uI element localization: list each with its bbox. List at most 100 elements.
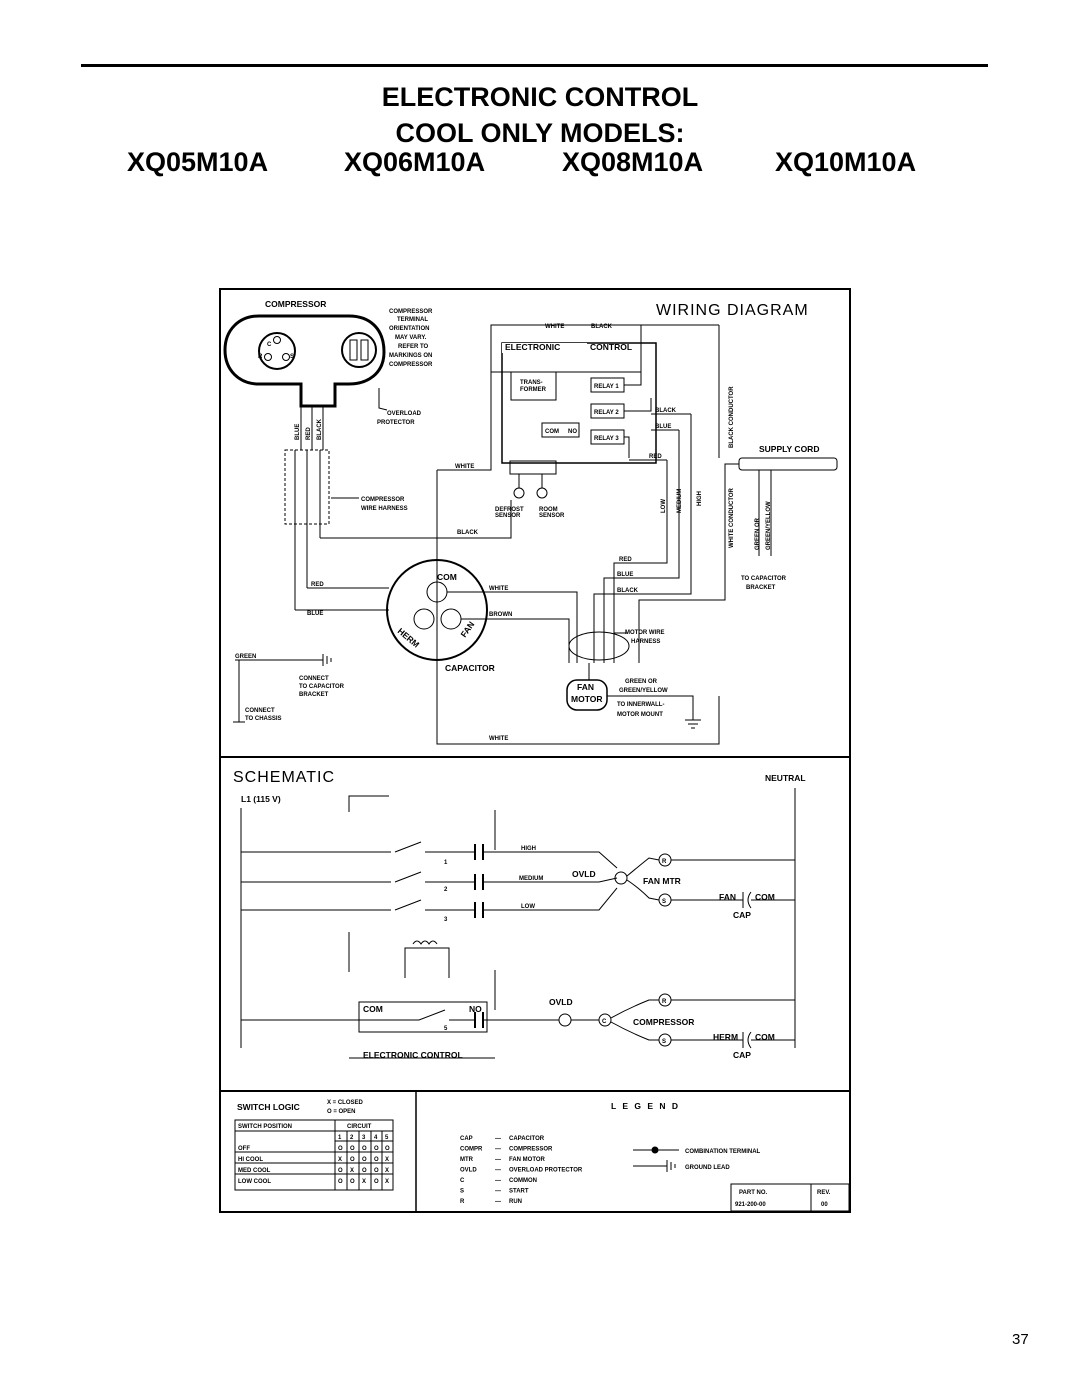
electronic-label: ELECTRONIC: [505, 342, 560, 352]
switch-cell: O: [350, 1157, 355, 1163]
switch-cell: O: [350, 1179, 355, 1185]
electronic-control-label: ELECTRONIC CONTROL: [363, 1050, 463, 1060]
white-wire-label: WHITE: [489, 586, 508, 592]
part-number-box: [730, 1183, 850, 1212]
overload-contact: [360, 339, 369, 361]
speed-medium-label: MEDIUM: [519, 876, 543, 882]
switch-cell: O: [385, 1146, 390, 1152]
red-wire-label: RED: [311, 582, 324, 588]
compressor-label: COMPRESSOR: [265, 299, 326, 309]
black-wire-label: BLACK: [591, 324, 613, 330]
switch-cell: O: [338, 1146, 343, 1152]
rev-label: REV.: [817, 1190, 831, 1196]
page-number: 37: [1012, 1331, 1029, 1348]
ground-conductor-label: GREEN OR: [755, 517, 761, 550]
room-sensor-plug: [536, 487, 548, 499]
svg-text:MARKINGS ON: MARKINGS ON: [389, 353, 432, 359]
fan-motor-windings: [626, 857, 660, 901]
control-label: CONTROL: [590, 342, 632, 352]
switch-cell: O: [374, 1179, 379, 1185]
legend-value: FAN MOTOR: [509, 1157, 546, 1163]
relay-com-no: [358, 1001, 488, 1033]
part-no-label: PART NO.: [739, 1190, 768, 1196]
switch-cell: O: [338, 1168, 343, 1174]
legend-value: START: [509, 1189, 529, 1195]
model-number: XQ10M10A: [775, 147, 917, 177]
cap-com-label: COM: [755, 1032, 775, 1042]
motor-ground-label: GREEN/YELLOW: [619, 688, 668, 694]
svg-text:3: 3: [362, 1135, 366, 1141]
red-wire-label: RED: [649, 454, 662, 460]
model-number: XQ08M10A: [562, 147, 704, 177]
switch-cell: X: [338, 1157, 342, 1163]
white-wire-label: WHITE: [489, 736, 508, 742]
switch-cell: O: [350, 1146, 355, 1152]
capacitor-label: CAPACITOR: [445, 663, 495, 673]
green-wire-label: GREEN: [235, 654, 256, 660]
switch-number: 2: [444, 887, 448, 893]
fan-overload: [614, 871, 628, 885]
neutral-label: NEUTRAL: [765, 773, 806, 783]
cap-label: CAP: [733, 910, 751, 920]
speed-label-medium: MEDIUM: [677, 489, 683, 513]
compressor-overload: [558, 1013, 572, 1027]
ground-symbol: [607, 695, 701, 729]
overload-label: PROTECTOR: [377, 420, 415, 426]
switch-cell: X: [350, 1168, 354, 1174]
red-wire-label: RED: [619, 557, 632, 563]
switch-cell: O: [338, 1179, 343, 1185]
wire: [447, 591, 578, 663]
rung-wires: [241, 851, 391, 911]
electronic-control-board: [501, 342, 657, 464]
defrost-sensor-label: SENSOR: [495, 513, 521, 519]
terminal-s: [282, 353, 290, 361]
page-subtitle: COOL ONLY MODELS:: [395, 118, 685, 148]
svg-text:TERMINAL: TERMINAL: [397, 317, 428, 323]
wire: [638, 463, 739, 663]
svg-text:COMBINATION TERMINAL: COMBINATION TERMINAL: [685, 1149, 761, 1155]
com-label: COM: [363, 1004, 383, 1014]
s-label: S: [662, 899, 666, 905]
switch-cell: X: [385, 1179, 389, 1185]
switch-cell: O: [362, 1157, 367, 1163]
legend-dash: —: [495, 1147, 501, 1153]
ground-lead: [235, 654, 332, 666]
switch-cell: O: [374, 1157, 379, 1163]
legend-dash: —: [495, 1157, 501, 1163]
l1-label: L1 (115 V): [241, 794, 281, 804]
capacitor-herm-terminal: [413, 608, 435, 630]
svg-text:COMPRESSOR: COMPRESSOR: [389, 362, 433, 368]
legend-symbols: COMBINATION TERMINAL GROUND LEAD: [633, 1146, 761, 1172]
terminal-s-label: S: [290, 354, 294, 360]
switch-row-name: MED COOL: [238, 1168, 271, 1174]
wire: [603, 430, 680, 663]
room-sensor-label: ROOM: [539, 507, 558, 513]
schematic-title: SCHEMATIC: [233, 769, 335, 786]
transformer-label: FORMER: [520, 387, 547, 393]
relay-3-label: RELAY 3: [594, 436, 619, 442]
switch-number: 5: [444, 1026, 448, 1032]
legend-value: OVERLOAD PROTECTOR: [509, 1168, 583, 1174]
overload-contact: [349, 339, 358, 361]
transformer-secondary: [404, 947, 450, 978]
relay-1-label: RELAY 1: [594, 384, 619, 390]
compressor-outline: [223, 314, 386, 408]
legend-key: CAP: [460, 1136, 473, 1142]
black-wire-label: BLACK: [457, 530, 479, 536]
speed-high-label: HIGH: [521, 846, 536, 852]
harness-label: COMPRESSOR: [361, 497, 405, 503]
legend-value: COMPRESSOR: [509, 1147, 553, 1153]
speed-low-label: LOW: [521, 904, 535, 910]
wire: [593, 414, 692, 663]
svg-text:SWITCH POSITION: SWITCH POSITION: [238, 1124, 292, 1130]
fan-mtr-label: FAN MTR: [643, 876, 681, 886]
legend-key: C: [460, 1178, 465, 1184]
connect-cap-label: BRACKET: [299, 692, 329, 698]
orientation-note: COMPRESSOR TERMINAL ORIENTATION MAY VARY…: [389, 309, 433, 368]
switch-number: 3: [444, 917, 448, 923]
overload-label: OVERLOAD: [387, 411, 422, 417]
cap-herm-label: HERM: [396, 626, 422, 650]
relay-wires: [624, 372, 652, 458]
transformer: [510, 371, 557, 401]
switch-key: O = OPEN: [327, 1109, 356, 1115]
